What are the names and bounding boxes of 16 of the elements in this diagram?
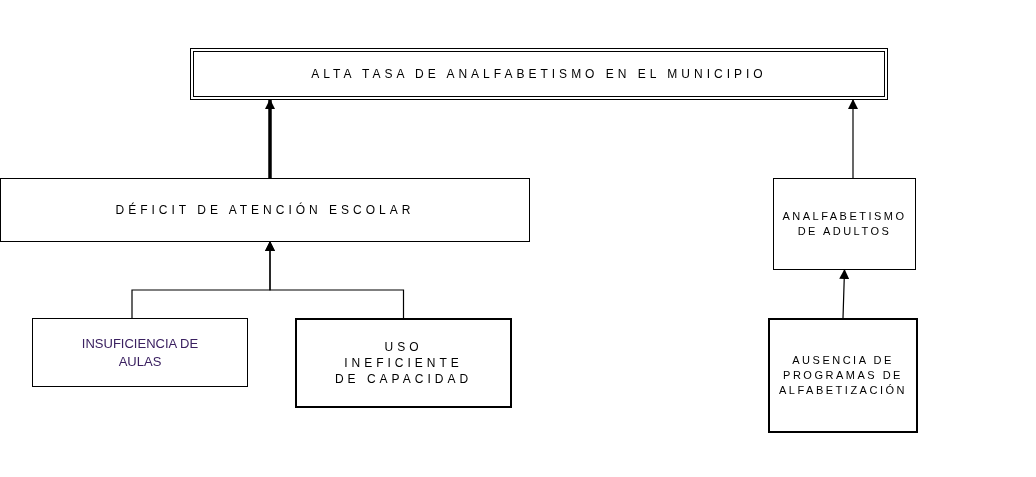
process-box (295, 318, 512, 408)
arrow (265, 241, 405, 319)
box-text: DÉFICIT DE ATENCIÓN ESCOLAR (115, 201, 415, 219)
process-box (32, 318, 248, 387)
box-text: ALTA TASA DE ANALFABETISMO EN EL MUNICIPIO (311, 65, 767, 83)
box-text: USO INEFICIENTE DE CAPACIDAD (333, 338, 474, 388)
box-text: ANALFABETISMO DE ADULTOS (782, 209, 907, 239)
arrow (848, 99, 858, 179)
process-box (0, 178, 530, 242)
process-box (190, 48, 888, 100)
arrow (265, 99, 275, 178)
arrow (839, 269, 850, 319)
box-text: AUSENCIA DE PROGRAMAS DE ALFABETIZACIÓN (778, 353, 908, 398)
process-box (773, 178, 916, 270)
box-text: INSUFICIENCIA DE AULAS (80, 334, 200, 371)
process-box (768, 318, 918, 433)
